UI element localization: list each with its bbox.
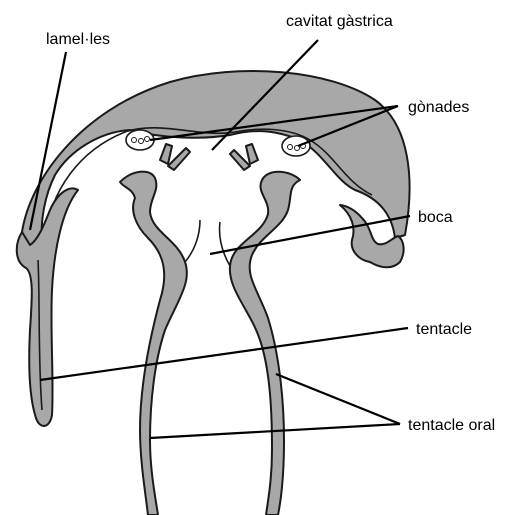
- right-oral-arm: [230, 172, 300, 515]
- mouth-edge-right: [219, 222, 230, 266]
- label-cavitat-gastrica: cavitat gàstrica: [286, 13, 393, 30]
- leader-tentacle: [40, 328, 408, 380]
- bell: [22, 71, 410, 258]
- right-filament-a: [246, 144, 258, 164]
- label-tentacle-oral: tentacle oral: [408, 417, 495, 434]
- label-lamelles: lamel·les: [46, 31, 110, 48]
- label-boca: boca: [418, 209, 453, 226]
- bell-shell: [22, 71, 410, 258]
- manubrium: [120, 172, 300, 515]
- label-tentacle: tentacle: [416, 321, 472, 338]
- left-filament-a: [160, 144, 172, 164]
- gastric-filaments: [160, 144, 258, 170]
- mouth-edge-left: [185, 220, 200, 262]
- label-gonades: gònades: [408, 99, 469, 116]
- leader-tentacle-oral-right: [276, 374, 400, 424]
- left-oral-arm: [120, 172, 187, 515]
